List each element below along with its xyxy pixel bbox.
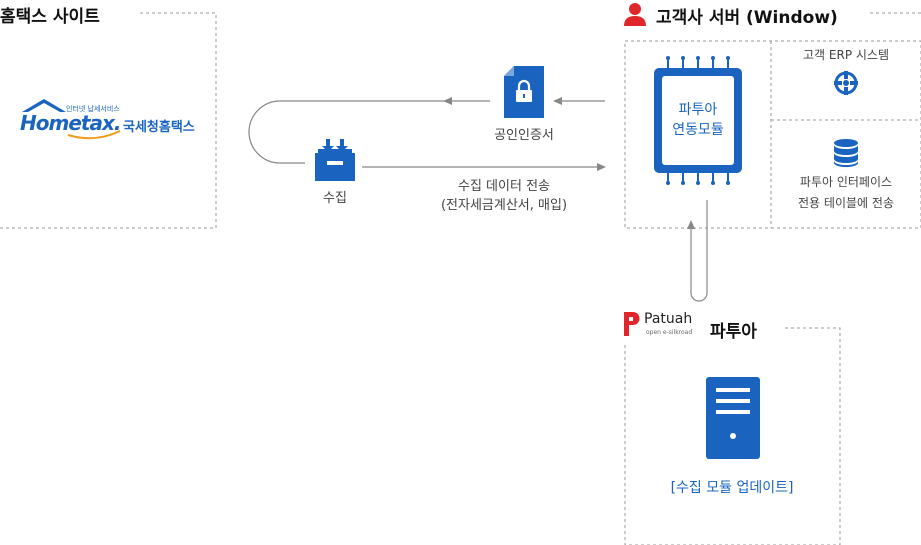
patuah-title: 파투아	[710, 317, 763, 342]
patuah-logo-icon	[624, 312, 640, 336]
patuah-brand-sub: open e-silkroad	[646, 329, 693, 336]
module-chip-icon	[648, 56, 748, 185]
database-icon	[834, 139, 858, 167]
hometax-box	[0, 12, 217, 229]
erp-label: 고객 ERP 시스템	[803, 48, 889, 62]
collect-icon	[313, 139, 357, 181]
patuah-brand: Patuah	[644, 311, 693, 327]
transfer-label-line2: (전자세금계산서, 매입)	[440, 198, 568, 213]
module-label-line1: 파투아	[678, 102, 718, 118]
erp-system-icon	[834, 71, 858, 95]
hometax-logo-graphic	[22, 99, 121, 140]
arrow-patuah-loop	[690, 200, 708, 302]
server-inner-box	[624, 40, 921, 229]
hometax-logo-word: Hometax.	[20, 111, 121, 135]
transfer-label-line1: 수집 데이터 전송	[458, 179, 550, 194]
hometax-logo-korean: 국세청홈택스	[123, 120, 195, 135]
certificate-label: 공인인증서	[494, 128, 554, 143]
hometax-site-title: 홈택스 사이트	[0, 2, 106, 27]
arrow-cert-loop	[248, 100, 490, 164]
module-label-line2: 연동모듈	[672, 122, 724, 138]
interface-label-line1: 파투아 인터페이스	[799, 175, 893, 189]
collect-label: 수집	[323, 191, 347, 206]
update-label: [수집 모듈 업데이트]	[670, 480, 794, 496]
server-icon	[706, 377, 760, 459]
interface-label-line2: 전용 테이블에 전송	[798, 196, 894, 210]
patuah-box	[624, 327, 841, 545]
customer-server-title: 고객사 서버 (Window)	[656, 3, 844, 28]
hometax-logo-small: 인터넷 납세서비스	[66, 105, 120, 113]
hometax-logo: 인터넷 납세서비스 Hometax. 국세청홈택스	[20, 98, 205, 143]
user-icon	[623, 2, 647, 28]
certificate-icon	[504, 66, 544, 118]
